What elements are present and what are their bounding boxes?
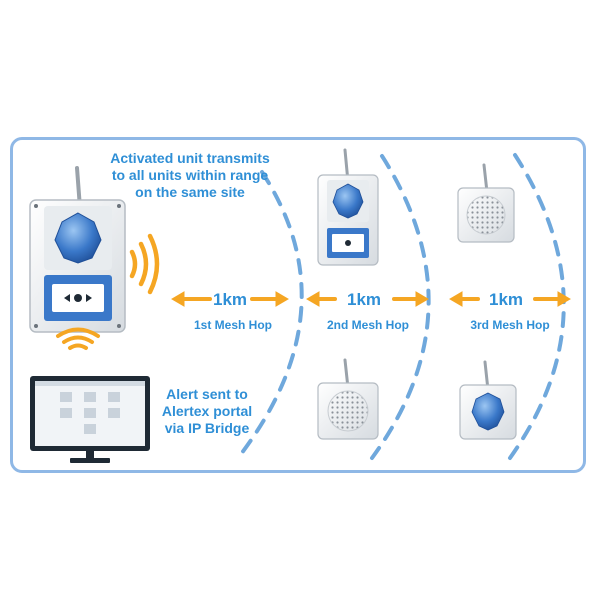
signal-waves-bridge [56, 327, 100, 350]
hop-3-distance: 1km [488, 290, 524, 309]
hop-arrows [171, 291, 571, 307]
hop-1-distance: 1km [212, 290, 248, 309]
sounder-unit-bottom [317, 358, 379, 440]
hop-arrow-3 [449, 291, 571, 307]
range-arc-2 [370, 154, 431, 460]
hop-2-distance: 1km [346, 290, 382, 309]
sounder-unit-top [457, 163, 515, 243]
hop-1-label: 1st Mesh Hop [193, 318, 272, 332]
repeater-button-unit [317, 148, 379, 266]
alert-description: Alert sent to Alertex portal via IP Brid… [161, 386, 253, 436]
portal-monitor [30, 376, 150, 463]
range-arcs [236, 153, 566, 460]
hop-3-label: 3rd Mesh Hop [470, 318, 550, 332]
range-arc-1 [236, 170, 304, 460]
activated-unit [29, 166, 126, 333]
beacon-unit [459, 360, 517, 440]
activation-description: Activated unit transmits to all units wi… [110, 150, 270, 200]
hop-2-label: 2nd Mesh Hop [326, 318, 409, 332]
range-arc-3 [508, 153, 566, 460]
hop-arrow-1 [171, 291, 289, 307]
signal-waves-unit [129, 233, 160, 295]
hop-arrow-2 [306, 291, 429, 307]
